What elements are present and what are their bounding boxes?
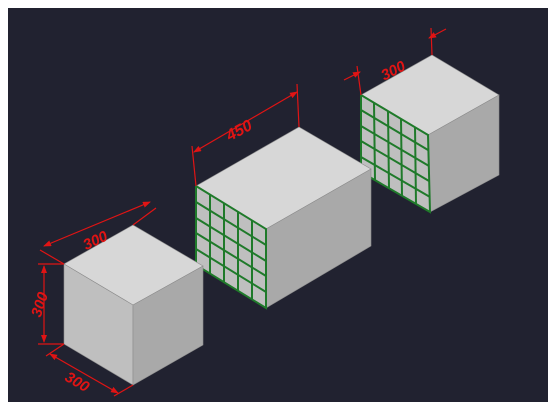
cube-right[interactable] [360,54,500,214]
cube-left-side-face [132,265,204,386]
dimension-annotations [38,27,447,397]
box-middle[interactable] [195,126,372,310]
box-middle-grid [195,185,267,310]
cube-right-grid [360,94,432,214]
